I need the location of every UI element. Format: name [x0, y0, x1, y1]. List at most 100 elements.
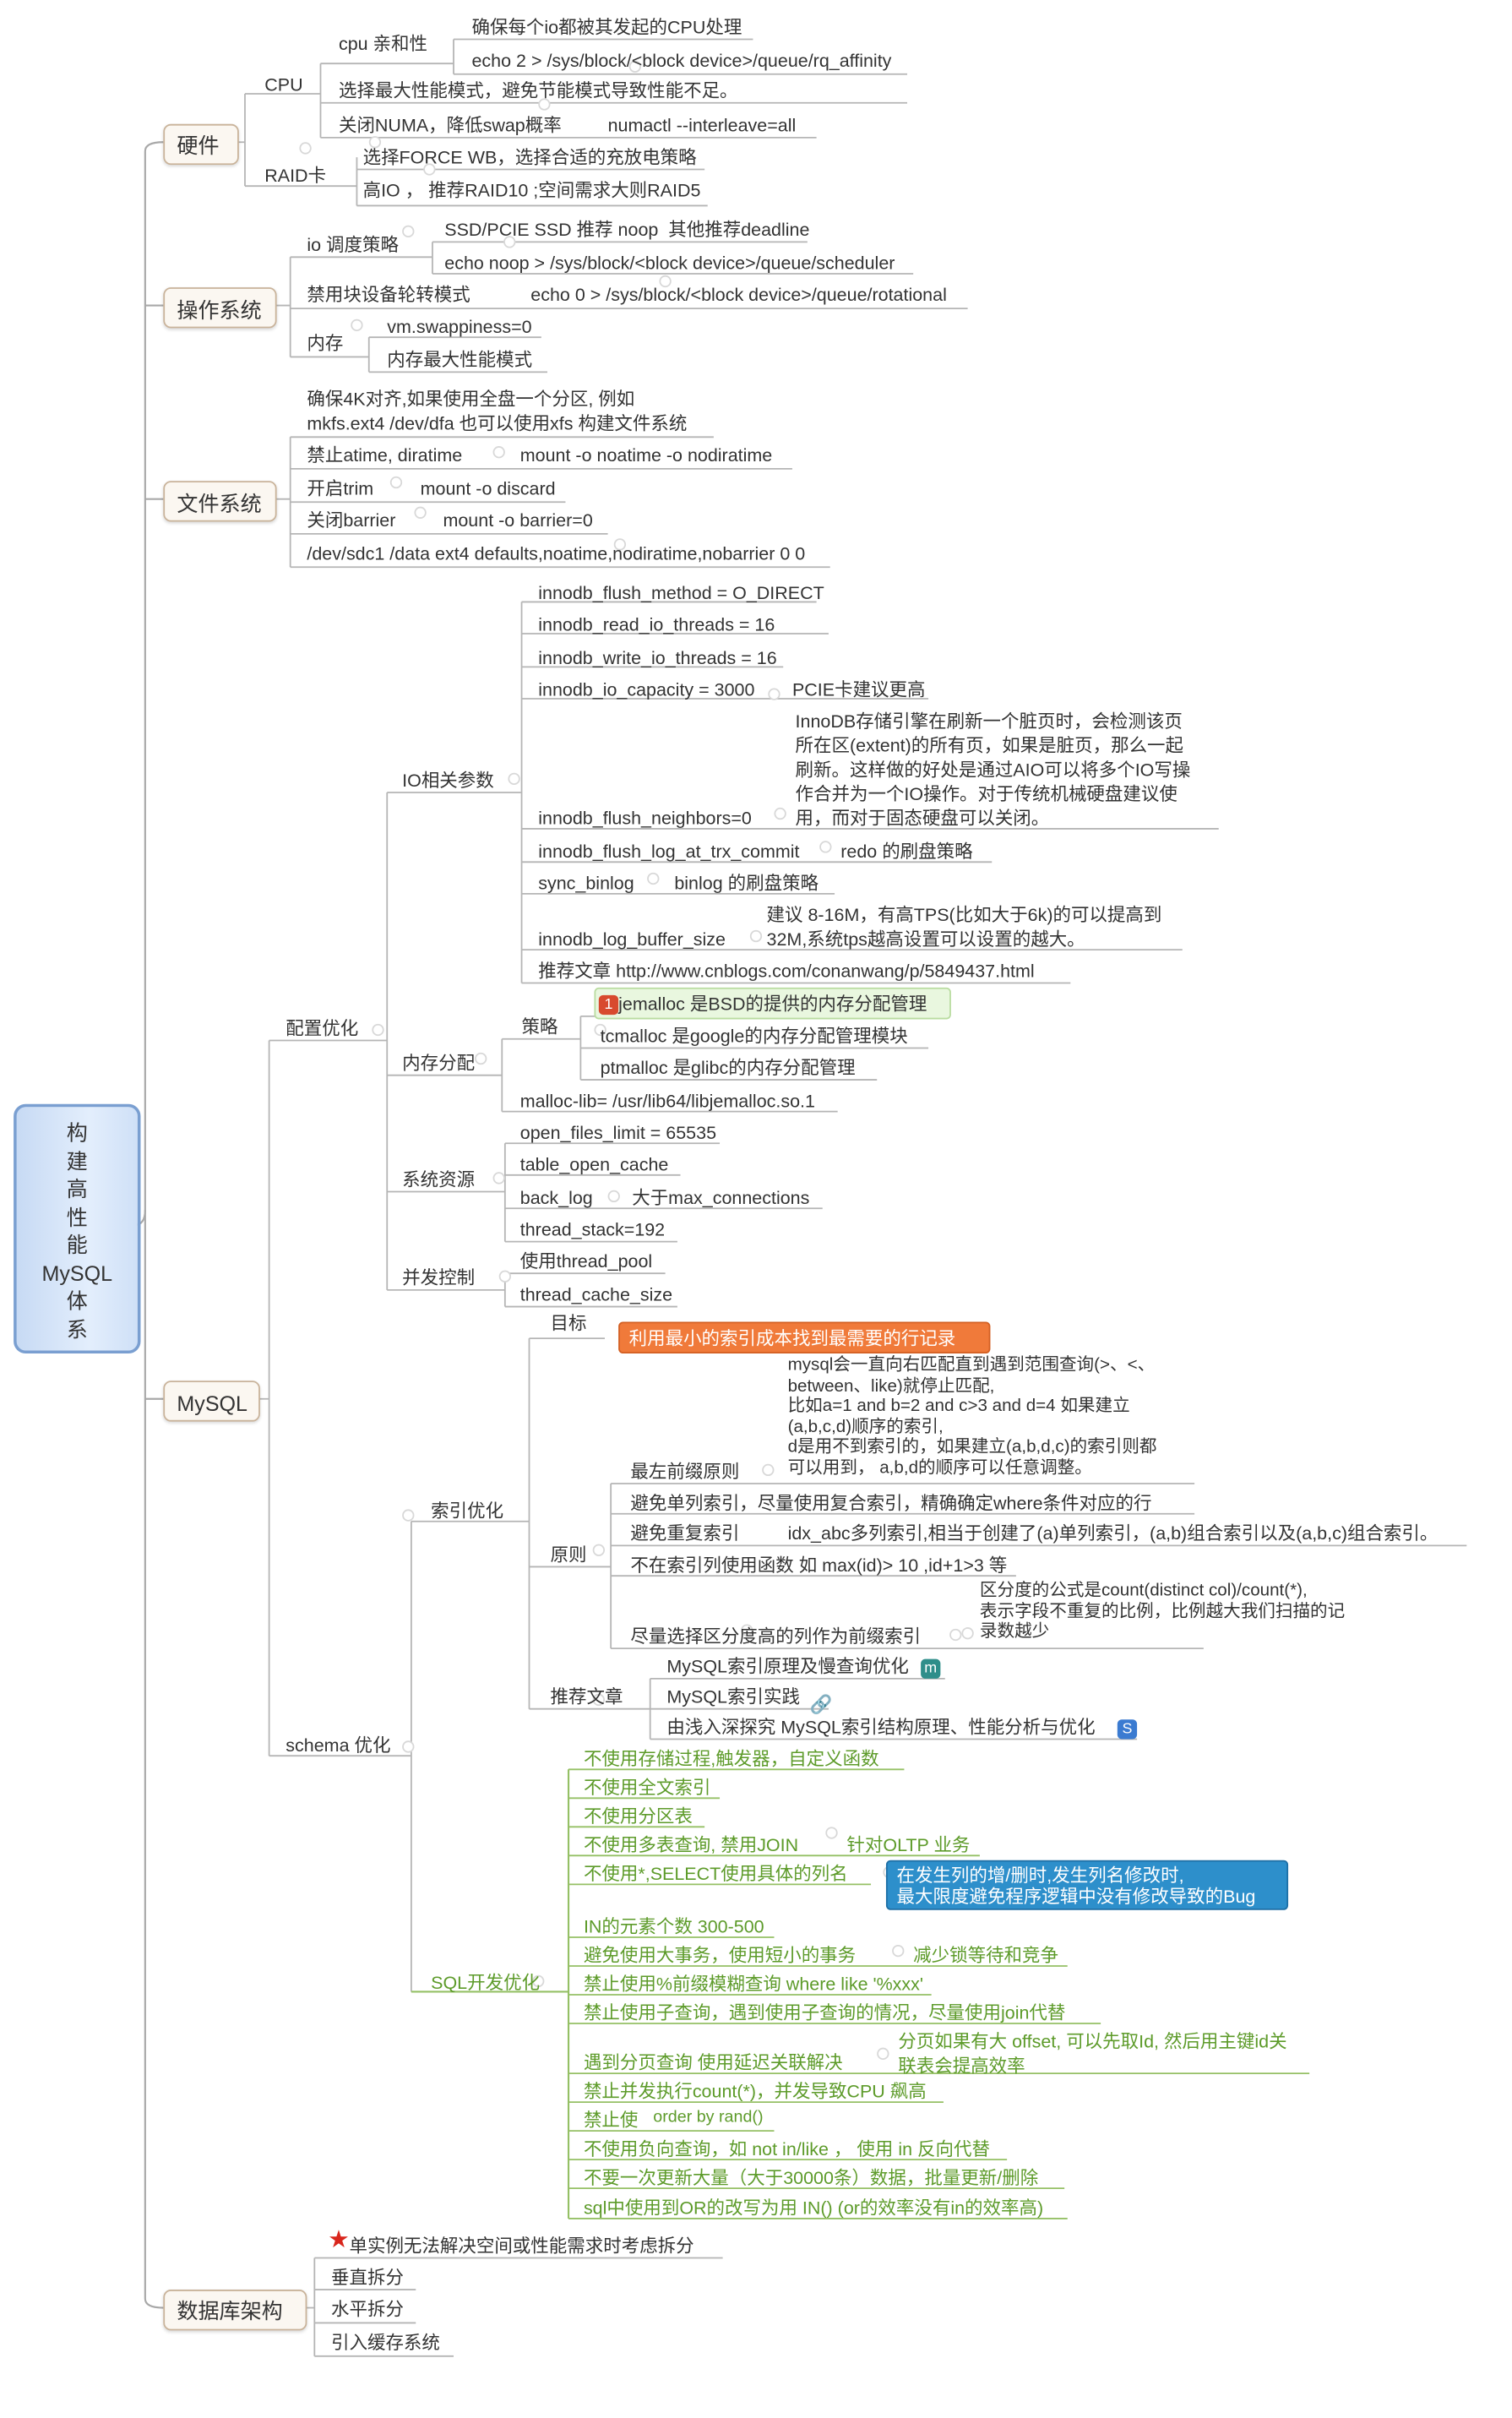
collapse-toggle[interactable] — [949, 1628, 962, 1642]
topic-n70[interactable]: 避免重复索引 — [630, 1522, 740, 1544]
collapse-toggle[interactable] — [825, 1827, 838, 1839]
topic-n80[interactable]: 不使用存储过程,触发器，自定义函数 — [583, 1748, 879, 1770]
collapse-toggle[interactable] — [423, 163, 436, 176]
topic-n35[interactable]: innodb_write_io_threads = 16 — [538, 647, 777, 669]
topic-n94[interactable]: 禁止并发执行count(*)，并发导致CPU 飙高 — [583, 2081, 927, 2103]
section-hardware-box[interactable] — [163, 123, 239, 166]
collapse-toggle[interactable] — [389, 476, 403, 489]
topic-n93[interactable]: 分页如果有大 offset, 可以先取Id, 然后用主键id关 联表会提高效率 — [898, 2030, 1287, 2077]
topic-n92[interactable]: 遇到分页查询 使用延迟关联解决 — [583, 2052, 843, 2074]
topic-n71[interactable]: idx_abc多列索引,相当于创建了(a)单列索引，(a,b)组合索引以及(a,… — [787, 1522, 1439, 1544]
topic-n69[interactable]: 避免单列索引，尽量使用复合索引，精确确定where条件对应的行 — [630, 1492, 1152, 1514]
topic-n95[interactable]: 禁止使 — [583, 2110, 639, 2132]
topic-n32[interactable]: IO相关参数 — [402, 770, 494, 792]
collapse-toggle[interactable] — [402, 1509, 415, 1522]
topic-n67[interactable]: 最左前缀原则 — [630, 1461, 740, 1483]
topic-n87[interactable]: IN的元素个数 300-500 — [583, 1915, 764, 1937]
bug-avoid-highlight-box[interactable] — [885, 1860, 1289, 1910]
collapse-toggle[interactable] — [402, 1740, 415, 1753]
topic-n53[interactable]: 系统资源 — [402, 1168, 476, 1190]
collapse-toggle[interactable] — [299, 142, 312, 155]
topic-n102[interactable]: 垂直拆分 — [331, 2267, 404, 2289]
topic-n17[interactable]: echo 0 > /sys/block/<block device>/queue… — [530, 284, 947, 306]
collapse-toggle[interactable] — [961, 1627, 974, 1640]
topic-n11[interactable]: 高IO ， 推荐RAID10 ;空间需求大则RAID5 — [362, 180, 701, 202]
topic-n8[interactable]: numactl --interleave=all — [607, 115, 797, 137]
topic-n16[interactable]: 禁用块设备轮转模式 — [307, 284, 470, 306]
collapse-toggle[interactable] — [613, 538, 627, 551]
topic-n82[interactable]: 不使用分区表 — [583, 1805, 693, 1827]
topic-n36[interactable]: innodb_io_capacity = 3000 — [538, 678, 755, 700]
topic-n54[interactable]: open_files_limit = 65535 — [519, 1122, 717, 1144]
topic-n7[interactable]: 关闭NUMA，降低swap概率 — [338, 115, 562, 137]
topic-n60[interactable]: 使用thread_pool — [519, 1250, 653, 1272]
topic-n9[interactable]: RAID卡 — [264, 165, 327, 187]
section-mysql-box[interactable] — [163, 1381, 260, 1422]
topic-n56[interactable]: back_log — [519, 1187, 593, 1209]
collapse-toggle[interactable] — [498, 1270, 512, 1283]
topic-n97[interactable]: 不使用负向查询，如 not in/like ， 使用 in 反向代替 — [583, 2138, 990, 2160]
topic-n23[interactable]: 禁止atime, diratime — [307, 444, 463, 466]
topic-n57[interactable]: 大于max_connections — [632, 1187, 810, 1209]
collapse-toggle[interactable] — [372, 1023, 384, 1037]
goal-highlight-box[interactable] — [618, 1321, 991, 1354]
topic-n81[interactable]: 不使用全文索引 — [583, 1777, 711, 1799]
topic-n28[interactable]: mount -o barrier=0 — [443, 509, 593, 531]
collapse-toggle[interactable] — [877, 2047, 889, 2060]
collapse-toggle[interactable] — [492, 446, 505, 459]
topic-n66[interactable]: 原则 — [550, 1544, 587, 1566]
collapse-toggle[interactable] — [402, 225, 415, 238]
collapse-toggle[interactable] — [532, 1974, 545, 1988]
topic-n26[interactable]: mount -o discard — [420, 477, 556, 499]
collapse-toggle[interactable] — [762, 1463, 775, 1477]
topic-n72[interactable]: 不在索引列使用函数 如 max(id)> 10 ,id+1>3 等 — [630, 1555, 1008, 1577]
topic-n89[interactable]: 减少锁等待和竞争 — [913, 1944, 1059, 1966]
topic-n62[interactable]: schema 优化 — [286, 1735, 391, 1756]
collapse-toggle[interactable] — [475, 1052, 487, 1065]
topic-n101[interactable]: 单实例无法解决空间或性能需求时考虑拆分 — [349, 2235, 694, 2257]
topic-n6[interactable]: 选择最大性能模式，避免节能模式导致性能不足。 — [338, 79, 738, 101]
collapse-toggle[interactable] — [741, 1624, 753, 1637]
topic-n48[interactable]: 策略 — [521, 1016, 558, 1037]
collapse-toggle[interactable] — [749, 929, 763, 943]
topic-n4[interactable]: 确保每个io都被其发起的CPU处理 — [471, 16, 742, 38]
topic-n59[interactable]: 并发控制 — [402, 1267, 476, 1289]
topic-n85[interactable]: 不使用*,SELECT使用具体的列名 — [583, 1863, 848, 1885]
jemalloc-highlight-box[interactable] — [594, 987, 951, 1020]
topic-n38[interactable]: innodb_flush_neighbors=0 — [538, 807, 752, 829]
topic-n52[interactable]: malloc-lib= /usr/lib64/libjemalloc.so.1 — [519, 1090, 815, 1112]
topic-n37[interactable]: PCIE卡建议更高 — [791, 678, 926, 700]
topic-n103[interactable]: 水平拆分 — [331, 2298, 404, 2320]
topic-n3[interactable]: cpu 亲和性 — [338, 33, 428, 55]
topic-n78[interactable]: 由浅入深探究 MySQL索引结构原理、性能分析与优化 — [666, 1716, 1096, 1738]
collapse-toggle[interactable] — [368, 136, 382, 149]
topic-n88[interactable]: 避免使用大事务，使用短小的事务 — [583, 1944, 857, 1966]
topic-n83[interactable]: 不使用多表查询, 禁用JOIN — [583, 1834, 799, 1856]
collapse-toggle[interactable] — [351, 319, 363, 332]
topic-n15[interactable]: echo noop > /sys/block/<block device>/qu… — [444, 252, 895, 274]
topic-n55[interactable]: table_open_cache — [519, 1153, 669, 1175]
collapse-toggle[interactable] — [819, 841, 832, 853]
topic-n90[interactable]: 禁止使用%前缀模糊查询 where like '%xxx' — [583, 1973, 924, 1996]
topic-n22[interactable]: 确保4K对齐,如果使用全盘一个分区, 例如 mkfs.ext4 /dev/dfa… — [307, 389, 688, 434]
topic-n42[interactable]: sync_binlog — [538, 872, 634, 894]
topic-n79[interactable]: SQL开发优化 — [431, 1972, 541, 1994]
topic-n104[interactable]: 引入缓存系统 — [331, 2332, 440, 2354]
collapse-toggle[interactable] — [628, 60, 641, 73]
topic-n77[interactable]: MySQL索引实践 — [666, 1686, 800, 1707]
topic-n63[interactable]: 索引优化 — [431, 1500, 504, 1522]
topic-n91[interactable]: 禁止使用子查询，遇到使用子查询的情况，尽量使用join代替 — [583, 2001, 1066, 2024]
collapse-toggle[interactable] — [659, 275, 672, 288]
collapse-toggle[interactable] — [503, 236, 516, 248]
collapse-toggle[interactable] — [592, 1544, 605, 1556]
topic-n14[interactable]: SSD/PCIE SSD 推荐 noop 其他推荐deadline — [444, 219, 810, 241]
collapse-toggle[interactable] — [607, 1190, 620, 1203]
topic-n41[interactable]: redo 的刷盘策略 — [840, 841, 973, 863]
topic-n40[interactable]: innodb_flush_log_at_trx_commit — [538, 841, 800, 863]
section-filesystem-box[interactable] — [163, 481, 277, 522]
collapse-toggle[interactable] — [538, 98, 551, 111]
section-os-box[interactable] — [163, 287, 277, 329]
topic-n43[interactable]: binlog 的刷盘策略 — [674, 872, 819, 894]
topic-n61[interactable]: thread_cache_size — [519, 1283, 673, 1305]
